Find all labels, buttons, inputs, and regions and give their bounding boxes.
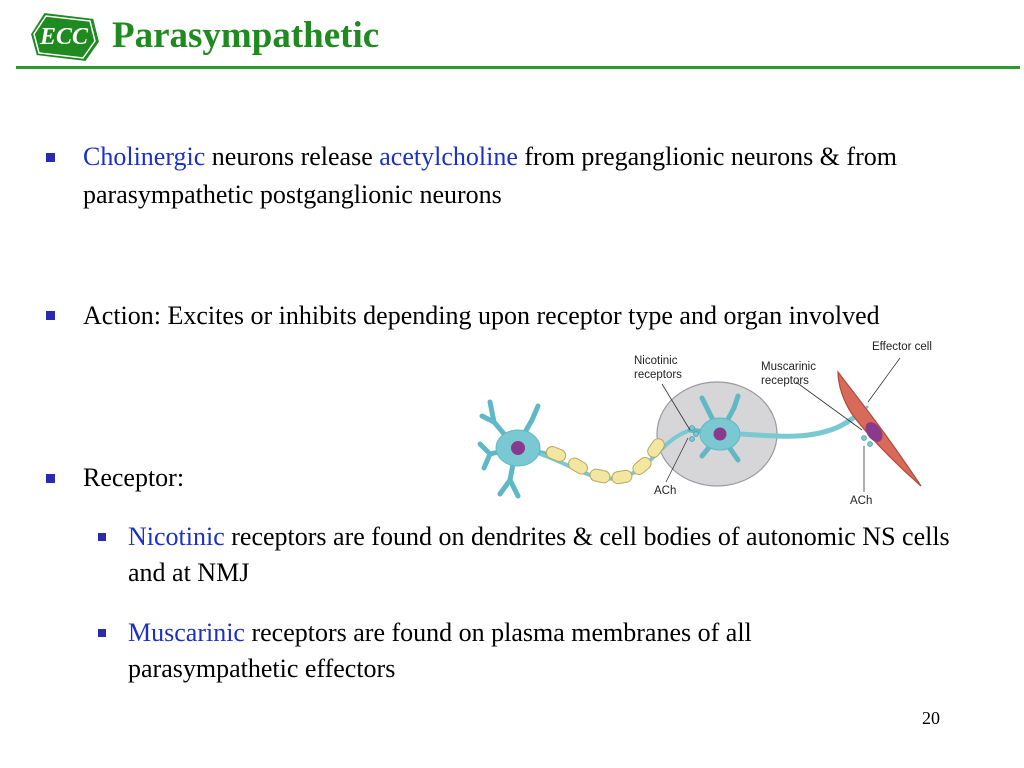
bullet-3-part: Receptor: xyxy=(83,463,185,492)
sub-bullet-2-text: Muscarinic receptors are found on plasma… xyxy=(128,615,868,687)
sub-bullet-marker xyxy=(98,629,106,637)
label-muscarinic-line1: Muscarinic xyxy=(761,361,816,373)
label-pointer-lines xyxy=(661,357,901,492)
page-number: 20 xyxy=(922,708,940,728)
preganglionic-nucleus xyxy=(511,441,525,455)
label-nicotinic-line1: Nicotinic xyxy=(634,355,678,367)
sub-bullet-marker xyxy=(98,533,106,541)
bullet-3-text: Receptor: xyxy=(83,459,963,497)
sub-bullet-2-part: receptors are found on plasma membranes … xyxy=(128,618,752,683)
sub-bullet-1-part: receptors are found on dendrites & cell … xyxy=(128,522,950,587)
term-muscarinic: Muscarinic xyxy=(128,618,245,647)
ecc-logo: ECC xyxy=(28,10,102,64)
term-cholinergic: Cholinergic xyxy=(83,142,206,171)
title-divider xyxy=(16,66,1020,69)
term-acetylcholine: acetylcholine xyxy=(379,142,518,171)
postganglionic-axon xyxy=(739,411,862,439)
myelin-sheath xyxy=(545,438,665,485)
label-nicotinic-line2: receptors xyxy=(634,369,682,381)
label-effector-cell: Effector cell xyxy=(872,341,932,353)
label-ach-right: ACh xyxy=(850,495,872,507)
bullet-marker xyxy=(46,311,55,320)
bullet-1-text: Cholinergic neurons release acetylcholin… xyxy=(83,138,963,214)
effector-nucleus xyxy=(865,422,883,442)
nicotinic-receptor-dots xyxy=(689,425,699,442)
bullet-1-part: neurons release xyxy=(205,142,380,171)
logo-text: ECC xyxy=(39,24,89,50)
bullet-2-text: Action: Excites or inhibits depending up… xyxy=(83,297,943,335)
postganglionic-nucleus xyxy=(713,427,727,441)
term-nicotinic: Nicotinic xyxy=(128,522,225,551)
sub-bullet-1-text: Nicotinic receptors are found on dendrit… xyxy=(128,519,988,591)
neuron-diagram: Nicotinic receptors Muscarinic receptors… xyxy=(477,341,932,507)
slide-title: Parasympathetic xyxy=(112,15,380,56)
bullet-marker xyxy=(46,474,55,483)
bullet-1-part: from preganglionic neurons & from parasy… xyxy=(83,142,897,209)
bullet-2-part: Action: Excites or inhibits depending up… xyxy=(83,301,880,330)
bullet-marker xyxy=(46,153,55,162)
label-ach-left: ACh xyxy=(654,485,676,497)
label-muscarinic-line2: receptors xyxy=(761,375,809,387)
